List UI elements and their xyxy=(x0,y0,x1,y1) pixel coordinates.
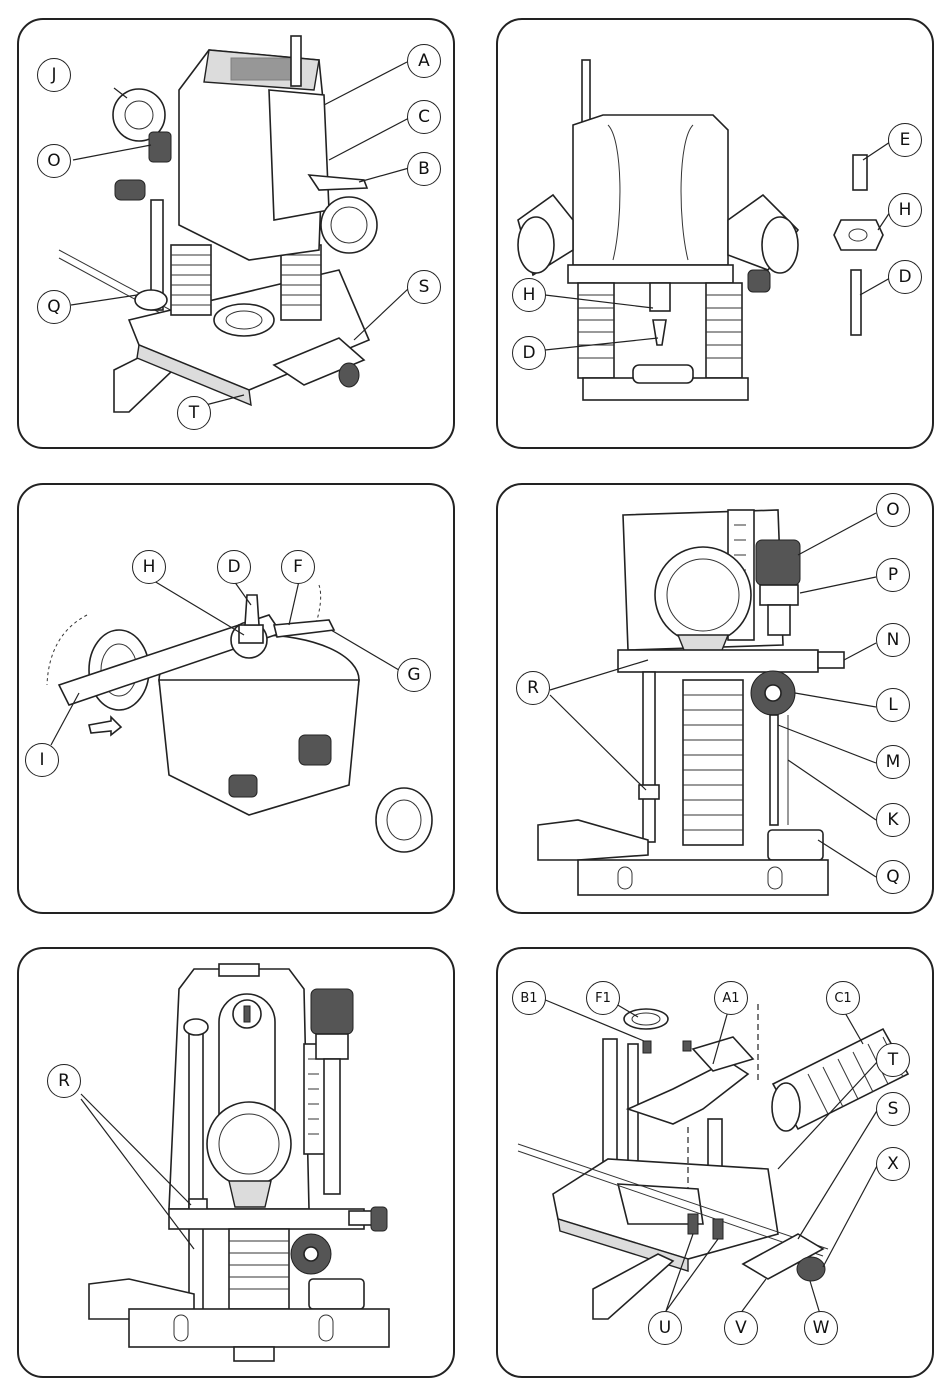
callout-Q: Q xyxy=(37,290,71,324)
collet-wrench-drawing xyxy=(19,485,453,912)
callout-M: M xyxy=(876,745,910,779)
callout-J: J xyxy=(37,58,71,92)
callout-F1: F1 xyxy=(586,981,620,1015)
callout-E: E xyxy=(888,123,922,157)
callout-L: L xyxy=(876,688,910,722)
router-front-drawing xyxy=(498,20,932,447)
callout-H: H xyxy=(132,550,166,584)
callout-N: N xyxy=(876,623,910,657)
callout-X: X xyxy=(876,1147,910,1181)
figure-panel-4: O P N R L M K Q xyxy=(496,483,934,914)
callout-O: O xyxy=(876,493,910,527)
callout-K: K xyxy=(876,803,910,837)
callout-T: T xyxy=(177,396,211,430)
callout-S: S xyxy=(876,1092,910,1126)
callout-B: B xyxy=(407,152,441,186)
callout-Q: Q xyxy=(876,860,910,894)
callout-F: F xyxy=(281,550,315,584)
callout-G: G xyxy=(397,658,431,692)
callout-B1: B1 xyxy=(512,981,546,1015)
callout-O: O xyxy=(37,144,71,178)
callout-R: R xyxy=(516,671,550,705)
figure-panel-1: J A O C B Q S T xyxy=(17,18,455,449)
callout-U: U xyxy=(648,1311,682,1345)
figure-panel-3: H D F G I xyxy=(17,483,455,914)
callout-P: P xyxy=(876,558,910,592)
callout-V: V xyxy=(724,1311,758,1345)
callout-A1: A1 xyxy=(714,981,748,1015)
callout-H-part: H xyxy=(888,193,922,227)
callout-D: D xyxy=(512,336,546,370)
router-side-depth-drawing xyxy=(498,485,932,912)
callout-A: A xyxy=(407,44,441,78)
callout-I: I xyxy=(25,743,59,777)
dust-extraction-assembly-drawing xyxy=(498,949,932,1376)
callout-H: H xyxy=(512,278,546,312)
figure-panel-2: E H D H D xyxy=(496,18,934,449)
router-rear-drawing xyxy=(19,949,453,1376)
callout-S: S xyxy=(407,270,441,304)
figure-panel-5: R xyxy=(17,947,455,1378)
callout-T: T xyxy=(876,1043,910,1077)
callout-D-part: D xyxy=(888,260,922,294)
callout-W: W xyxy=(804,1311,838,1345)
callout-R: R xyxy=(47,1064,81,1098)
callout-C1: C1 xyxy=(826,981,860,1015)
figure-panel-6: B1 F1 A1 C1 T S X U V W xyxy=(496,947,934,1378)
callout-C: C xyxy=(407,100,441,134)
callout-D: D xyxy=(217,550,251,584)
router-perspective-drawing xyxy=(19,20,453,447)
